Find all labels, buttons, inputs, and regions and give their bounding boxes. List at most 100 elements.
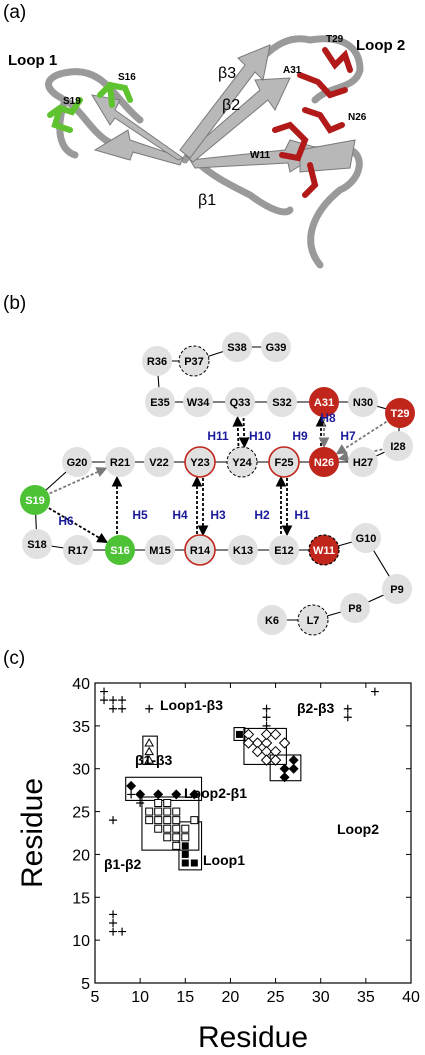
point-open-square (154, 799, 163, 807)
residue-node-e35: E35 (145, 387, 175, 417)
loop2-residues (272, 47, 353, 198)
x-tick-label: 40 (402, 989, 420, 1006)
hbond-label-h2: H2 (254, 508, 270, 522)
hbond-label-h10: H10 (249, 429, 271, 443)
t29-label: T29 (326, 34, 344, 45)
loop2-label: Loop 2 (356, 37, 405, 54)
x-tick-label: 10 (131, 989, 149, 1006)
y-tick-label: 25 (72, 805, 90, 822)
residue-node-m15: M15 (145, 535, 175, 565)
point-plus (118, 696, 127, 705)
protein-ribbon-figure: Loop 1 Loop 2 S16 S19 T29 A31 N26 W11 β3… (8, 34, 405, 269)
point-open-square (145, 816, 154, 825)
point-filled-diamond (171, 789, 182, 800)
point-open-triangle (144, 737, 155, 747)
residue-node-n30: N30 (348, 387, 378, 417)
point-open-diamond (269, 754, 282, 766)
point-plus (127, 790, 136, 799)
point-filled-diamond (153, 789, 164, 800)
w11-label: W11 (250, 150, 270, 161)
point-open-diamond (269, 728, 282, 741)
point-filled-square (181, 842, 189, 850)
point-open-square (154, 816, 163, 825)
region-annotation: β1-β3 (135, 752, 173, 768)
point-plus (109, 696, 118, 705)
residue-node-f25: F25 (268, 446, 300, 478)
region-annotation: Loop2 (337, 821, 379, 837)
point-plus (118, 927, 127, 936)
point-open-square (190, 816, 199, 825)
residue-node-w34: W34 (183, 387, 213, 417)
svg-text:S19: S19 (25, 495, 45, 507)
svg-text:F25: F25 (275, 457, 294, 469)
n26-label: N26 (348, 112, 367, 123)
svg-text:S16: S16 (110, 545, 130, 557)
svg-text:K6: K6 (265, 615, 279, 627)
svg-text:S18: S18 (27, 539, 47, 551)
point-open-square (172, 824, 181, 833)
beta1-label: β1 (198, 192, 216, 209)
point-filled-square (181, 859, 189, 867)
y-tick-label: 15 (72, 890, 90, 907)
svg-text:R14: R14 (190, 545, 211, 557)
point-plus (109, 919, 118, 927)
y-tick-label: 20 (72, 847, 90, 864)
x-tick-label: 15 (176, 989, 194, 1006)
region-annotation: Loop1-β3 (160, 697, 223, 713)
x-axis-label: Residue (198, 1021, 308, 1054)
y-tick-label: 40 (72, 676, 90, 693)
point-open-diamond (260, 728, 273, 741)
point-filled-diamond (135, 789, 146, 800)
point-plus (109, 816, 118, 825)
svg-text:E12: E12 (274, 545, 294, 557)
residue-node-p37: P37 (178, 345, 210, 377)
region-annotation: β1-β2 (104, 856, 142, 872)
loop1-residues (47, 81, 133, 133)
point-plus (100, 696, 109, 705)
hbond-label-h1: H1 (294, 508, 310, 522)
s19-label: S19 (63, 96, 81, 107)
residue-node-s18: S18 (22, 529, 52, 559)
point-filled-diamond (279, 772, 290, 783)
svg-text:P37: P37 (184, 356, 204, 368)
residue-node-r14: R14 (184, 534, 216, 566)
point-filled-diamond (288, 763, 299, 774)
backbone-links (34, 346, 401, 621)
residue-node-q33: Q33 (225, 387, 255, 417)
point-open-square (181, 824, 190, 833)
point-plus (145, 704, 154, 713)
x-tick-label: 25 (267, 989, 285, 1006)
x-tick-label: 20 (222, 989, 240, 1006)
y-tick-label: 5 (81, 976, 90, 993)
point-plus (136, 799, 145, 807)
point-plus (262, 721, 271, 730)
residue-node-g39: G39 (261, 332, 291, 362)
plot-frame (94, 682, 412, 984)
point-plus (109, 927, 118, 936)
svg-text:S32: S32 (272, 397, 292, 409)
x-tick-label: 5 (91, 989, 100, 1006)
hbond-arrow (238, 417, 250, 449)
residue-node-t29: T29 (385, 398, 415, 428)
x-tick-label: 35 (357, 989, 375, 1006)
svg-text:M15: M15 (149, 545, 170, 557)
svg-text:R21: R21 (110, 457, 130, 469)
residue-node-y24: Y24 (226, 446, 258, 478)
svg-text:Y23: Y23 (190, 457, 210, 469)
beta3-label: β3 (218, 65, 236, 82)
s16-label: S16 (118, 72, 136, 83)
svg-text:N26: N26 (314, 457, 334, 469)
residue-node-g20: G20 (62, 447, 92, 477)
svg-text:R17: R17 (68, 545, 88, 557)
svg-text:A31: A31 (314, 397, 334, 409)
residue-node-s16: S16 (105, 535, 135, 565)
residue-node-i28: I28 (383, 431, 413, 461)
point-open-square (154, 824, 163, 833)
residue-node-s32: S32 (267, 387, 297, 417)
hbond-arrow (232, 415, 244, 447)
svg-text:L7: L7 (307, 615, 320, 627)
hbond-label-h6: H6 (58, 514, 74, 528)
